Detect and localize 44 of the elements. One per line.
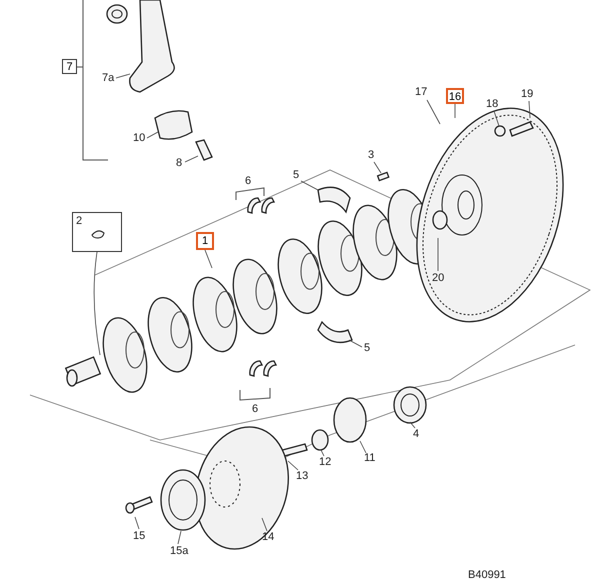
leader-line [374, 162, 382, 174]
callout-number: 19 [521, 88, 534, 100]
leader-line [410, 422, 416, 428]
leader-line [116, 74, 130, 78]
callout-number: 13 [296, 470, 308, 482]
leader-line [178, 530, 182, 544]
leader-line [320, 450, 324, 456]
leader-line [204, 250, 212, 268]
callout-number: 5 [293, 169, 300, 181]
callout-number: 3 [368, 149, 374, 161]
callout-number: 12 [319, 456, 332, 468]
leader-line [300, 180, 318, 190]
callout-number: 5 [364, 342, 370, 354]
leader-line [360, 440, 366, 454]
callout-number: 7a [102, 72, 114, 84]
leader-line [184, 156, 198, 162]
leader-line [426, 100, 440, 124]
callout-number: 10 [133, 132, 146, 144]
callout-box: 7 [62, 59, 77, 74]
leader-line [146, 132, 158, 138]
leader-line [348, 340, 362, 348]
callout-number: 18 [486, 98, 498, 110]
leader-line [94, 252, 100, 356]
callout-number: 20 [432, 272, 444, 284]
callout-number: 6 [245, 175, 252, 187]
callout-box [72, 212, 122, 252]
leader-line [454, 104, 456, 118]
callout-number: 15 [133, 530, 146, 542]
drawing-number: B40991 [468, 569, 506, 581]
leader-line [288, 460, 298, 470]
callout-number: 4 [413, 428, 420, 440]
callout-number: 8 [176, 157, 182, 169]
highlighted-callout-box: 1 [196, 232, 214, 250]
callout-number: 15a [170, 545, 188, 557]
callout-number: 2 [76, 215, 82, 227]
highlighted-callout-box: 16 [446, 88, 464, 104]
callout-number: 6 [252, 403, 258, 415]
leader-line [528, 100, 530, 118]
callout-number: 17 [415, 86, 428, 98]
callout-number: 14 [262, 531, 274, 543]
leader-line [262, 518, 268, 532]
leader-line [494, 110, 500, 126]
callout-number: 11 [364, 452, 376, 464]
leader-line [134, 516, 140, 530]
